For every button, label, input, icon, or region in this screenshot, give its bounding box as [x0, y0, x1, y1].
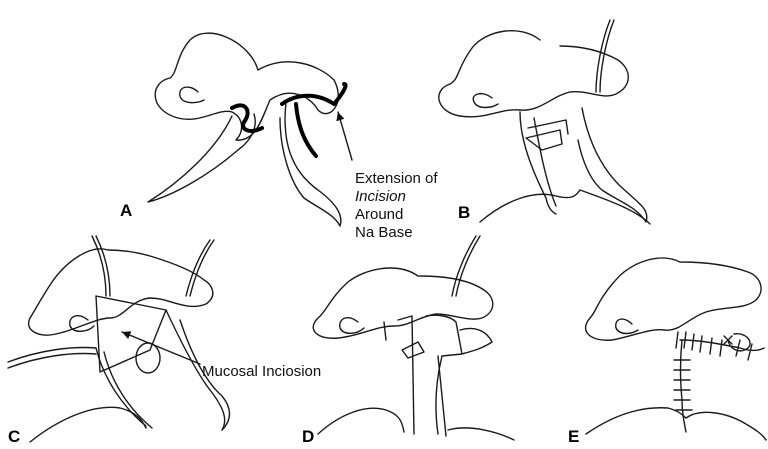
extension-label-line-2: Incision — [355, 188, 406, 205]
panel-d: D — [302, 236, 514, 446]
panel-a-drawing — [148, 33, 352, 226]
panel-c-label: C — [8, 427, 20, 446]
mucosal-incision-label: Mucosal Inciosion — [202, 363, 321, 380]
panel-e-label: E — [568, 427, 579, 446]
extension-label-line-3: Around — [355, 206, 403, 223]
panel-b-label: B — [458, 203, 470, 222]
panel-d-label: D — [302, 427, 314, 446]
panel-e-drawing — [586, 258, 766, 440]
extension-label-line-1: Extension of — [355, 170, 438, 187]
extension-label-line-4: Na Base — [355, 224, 413, 241]
panel-a: A Extension of Incision Around Na Base — [120, 33, 438, 241]
panel-d-drawing — [313, 236, 514, 440]
panel-c: C Mucosal Inciosion — [8, 236, 321, 446]
panel-b: B — [439, 20, 650, 224]
panel-b-drawing — [439, 20, 650, 224]
panel-e: E — [568, 258, 766, 446]
panel-c-drawing — [8, 236, 230, 442]
panel-a-label: A — [120, 201, 132, 220]
